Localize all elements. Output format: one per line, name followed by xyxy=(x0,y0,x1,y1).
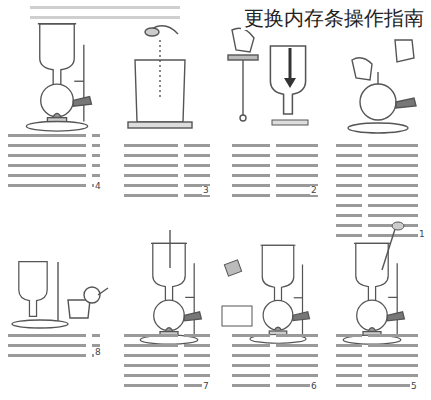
step-number: 4 xyxy=(94,182,102,191)
step-number: 7 xyxy=(202,382,210,391)
step-number: 6 xyxy=(310,382,318,391)
step-number: 1 xyxy=(418,230,426,239)
step-number: 2 xyxy=(310,186,318,195)
step-number: 8 xyxy=(94,348,102,357)
step-number: 5 xyxy=(410,382,418,391)
step-number: 3 xyxy=(202,186,210,195)
title: 更换内存条操作指南 xyxy=(241,6,427,30)
